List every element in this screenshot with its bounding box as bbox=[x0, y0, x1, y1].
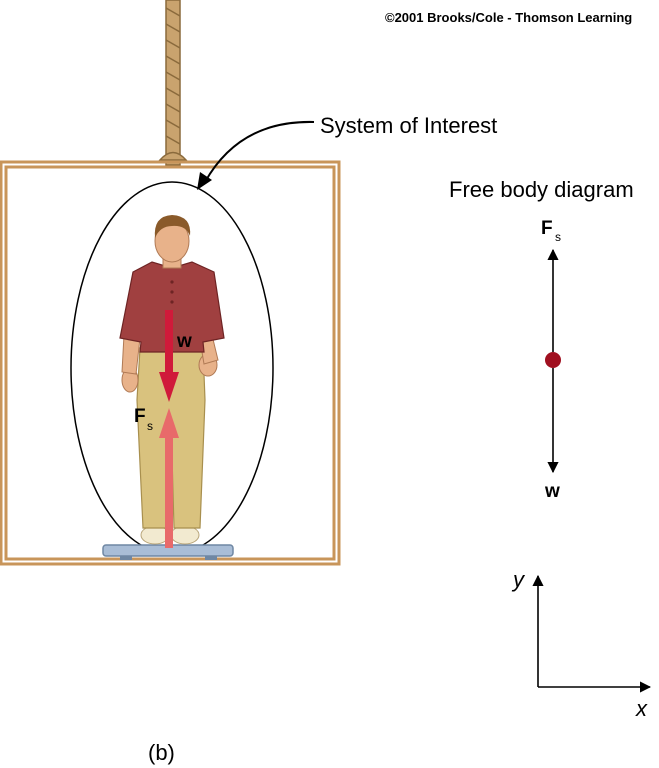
coordinate-axes bbox=[532, 574, 652, 693]
callout-arrow bbox=[204, 120, 315, 183]
support-force-arrow-on-person bbox=[159, 408, 179, 548]
system-of-interest-label: System of Interest bbox=[320, 113, 497, 138]
bathroom-scale bbox=[102, 544, 234, 560]
elevator-frame bbox=[0, 160, 341, 566]
callout-arrowhead bbox=[197, 172, 212, 190]
free-body-diagram-title: Free body diagram bbox=[449, 177, 634, 202]
fbd-weight-label: w bbox=[544, 481, 560, 502]
weight-arrow-on-person bbox=[159, 310, 179, 402]
weight-label-on-person: w bbox=[176, 331, 192, 352]
fbd-support-force-subscript: s bbox=[555, 230, 561, 244]
rope bbox=[158, 0, 188, 166]
person bbox=[119, 215, 225, 545]
figure-caption: (b) bbox=[148, 740, 175, 765]
support-force-subscript-on-person: s bbox=[147, 419, 153, 433]
x-axis-label: x bbox=[635, 696, 648, 721]
fbd-support-force-label: F bbox=[541, 218, 553, 239]
fbd-point-mass-dot bbox=[545, 352, 561, 368]
support-force-label-on-person: F bbox=[134, 406, 146, 427]
y-axis-label: y bbox=[511, 567, 526, 592]
copyright-text: ©2001 Brooks/Cole - Thomson Learning bbox=[385, 10, 632, 25]
